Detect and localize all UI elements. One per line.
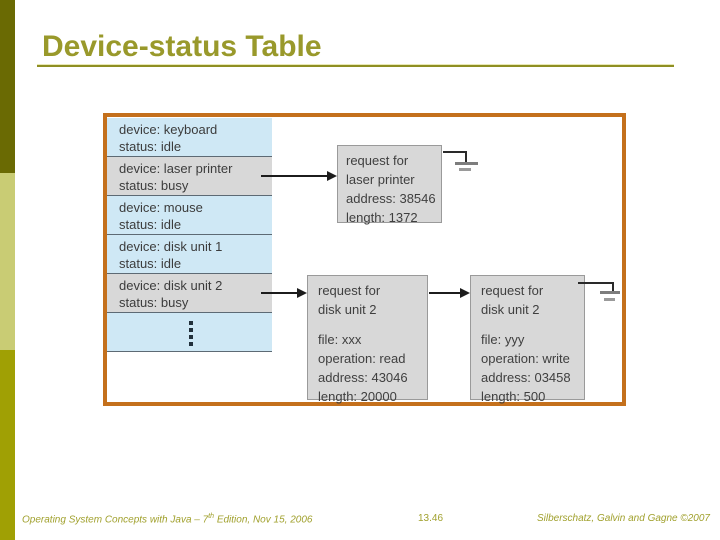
request-line: disk unit 2 — [481, 302, 540, 317]
table-row-disk-unit-2: device: disk unit 2 status: busy — [107, 274, 272, 313]
status-label: status: busy — [119, 178, 189, 193]
status-label: status: idle — [119, 256, 182, 271]
request-line: request for — [481, 283, 544, 298]
request-line: length: 1372 — [346, 210, 418, 225]
request-details: file: yyy operation: write address: 0345… — [481, 330, 584, 406]
table-row-mouse: device: mouse status: idle — [107, 196, 272, 235]
diagram-canvas: device: keyboard status: idle device: la… — [107, 117, 622, 404]
request-line: operation: write — [481, 351, 570, 366]
table-row-more — [107, 313, 272, 352]
request-block-disk-unit-2-first: request for disk unit 2 file: xxx operat… — [307, 275, 428, 404]
request-line: disk unit 2 — [318, 302, 377, 317]
page-title: Device-status Table — [42, 30, 322, 63]
table-row-disk-unit-1: device: disk unit 1 status: idle — [107, 235, 272, 274]
status-label: status: idle — [119, 217, 182, 232]
device-status-table: device: keyboard status: idle device: la… — [107, 118, 272, 352]
table-row-keyboard: device: keyboard status: idle — [107, 118, 272, 157]
title-underline — [37, 64, 674, 67]
ground-icon — [443, 151, 478, 171]
status-label: status: idle — [119, 139, 182, 154]
footer-authors: Silberschatz, Galvin and Gagne ©2007 — [536, 513, 710, 524]
device-label: device: disk unit 2 — [119, 278, 223, 293]
arrow-box2-to-box3 — [429, 288, 470, 298]
sidebar-accent-bar — [0, 0, 15, 540]
request-line: laser printer — [346, 172, 415, 187]
sidebar-segment-dark — [0, 0, 15, 173]
device-label: device: mouse — [119, 200, 203, 215]
request-line: address: 38546 — [346, 191, 436, 206]
device-status-diagram: device: keyboard status: idle device: la… — [103, 113, 626, 406]
request-line: address: 03458 — [481, 370, 571, 385]
device-label: device: keyboard — [119, 122, 218, 137]
request-details: address: 38546 length: 1372 — [346, 189, 441, 227]
device-label: device: laser printer — [119, 161, 233, 176]
sidebar-segment-medium — [0, 350, 15, 540]
device-label: device: disk unit 1 — [119, 239, 223, 254]
request-line: request for — [318, 283, 381, 298]
arrowhead-icon — [327, 171, 337, 181]
arrowhead-icon — [460, 288, 470, 298]
request-block-laser-printer: request for laser printer address: 38546… — [337, 145, 442, 225]
request-line: operation: read — [318, 351, 406, 366]
sidebar-segment-light — [0, 173, 15, 350]
request-line: length: 20000 — [318, 389, 397, 404]
request-line: address: 43046 — [318, 370, 408, 385]
footer-book-title: Operating System Concepts with Java – 7t… — [22, 513, 313, 526]
status-label: status: busy — [119, 295, 189, 310]
request-line: length: 500 — [481, 389, 546, 404]
request-line: file: xxx — [318, 332, 362, 347]
request-line: file: yyy — [481, 332, 525, 347]
request-line: request for — [346, 153, 409, 168]
arrow-laser-printer — [261, 171, 337, 181]
arrowhead-icon — [297, 288, 307, 298]
table-row-laser-printer: device: laser printer status: busy — [107, 157, 272, 196]
request-details: file: xxx operation: read address: 43046… — [318, 330, 427, 406]
request-block-disk-unit-2-second: request for disk unit 2 file: yyy operat… — [470, 275, 585, 404]
footer-page-number: 13.46 — [418, 513, 444, 524]
